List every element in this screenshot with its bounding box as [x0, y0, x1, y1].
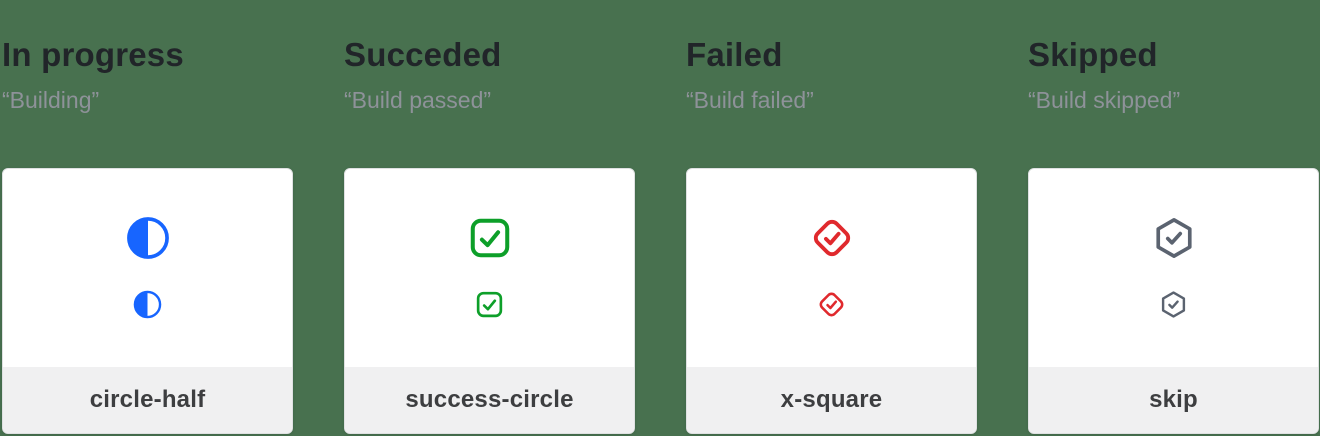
column-subtitle: “Build passed” — [344, 86, 492, 113]
status-column-skipped: Skipped “Build skipped” skip — [1028, 0, 1319, 434]
column-subtitle: “Build skipped” — [1028, 86, 1181, 113]
icon-name-label: success-circle — [345, 366, 634, 433]
column-title: In progress — [2, 36, 184, 73]
icon-preview — [1029, 169, 1318, 367]
status-column-in-progress: In progress “Building” circle-half — [2, 0, 293, 434]
icon-name-label: circle-half — [3, 366, 292, 433]
check-hexagon-icon-small — [1159, 290, 1188, 319]
icon-name-label: x-square — [687, 366, 976, 433]
column-title: Failed — [686, 36, 783, 73]
column-subtitle: “Building” — [2, 86, 100, 113]
column-subtitle: “Build failed” — [686, 86, 814, 113]
check-square-icon-small — [475, 290, 504, 319]
icon-card-circle-half: circle-half — [2, 167, 293, 434]
icon-card-success-circle: success-circle — [344, 167, 635, 434]
icon-name-label: skip — [1029, 366, 1318, 433]
icon-preview — [345, 169, 634, 367]
status-column-failed: Failed “Build failed” x-square — [686, 0, 977, 434]
check-square-icon-large — [468, 216, 512, 260]
circle-half-icon-small — [133, 290, 162, 319]
column-title: Skipped — [1028, 36, 1158, 73]
check-diamond-icon-small — [817, 290, 846, 319]
icon-card-skip: skip — [1028, 167, 1319, 434]
check-diamond-icon-large — [810, 216, 854, 260]
icon-preview — [687, 169, 976, 367]
icon-card-x-square: x-square — [686, 167, 977, 434]
circle-half-icon-large — [126, 216, 170, 260]
icon-preview — [3, 169, 292, 367]
check-hexagon-icon-large — [1152, 216, 1196, 260]
status-column-succeeded: Succeded “Build passed” success-circle — [344, 0, 635, 434]
column-title: Succeded — [344, 36, 502, 73]
